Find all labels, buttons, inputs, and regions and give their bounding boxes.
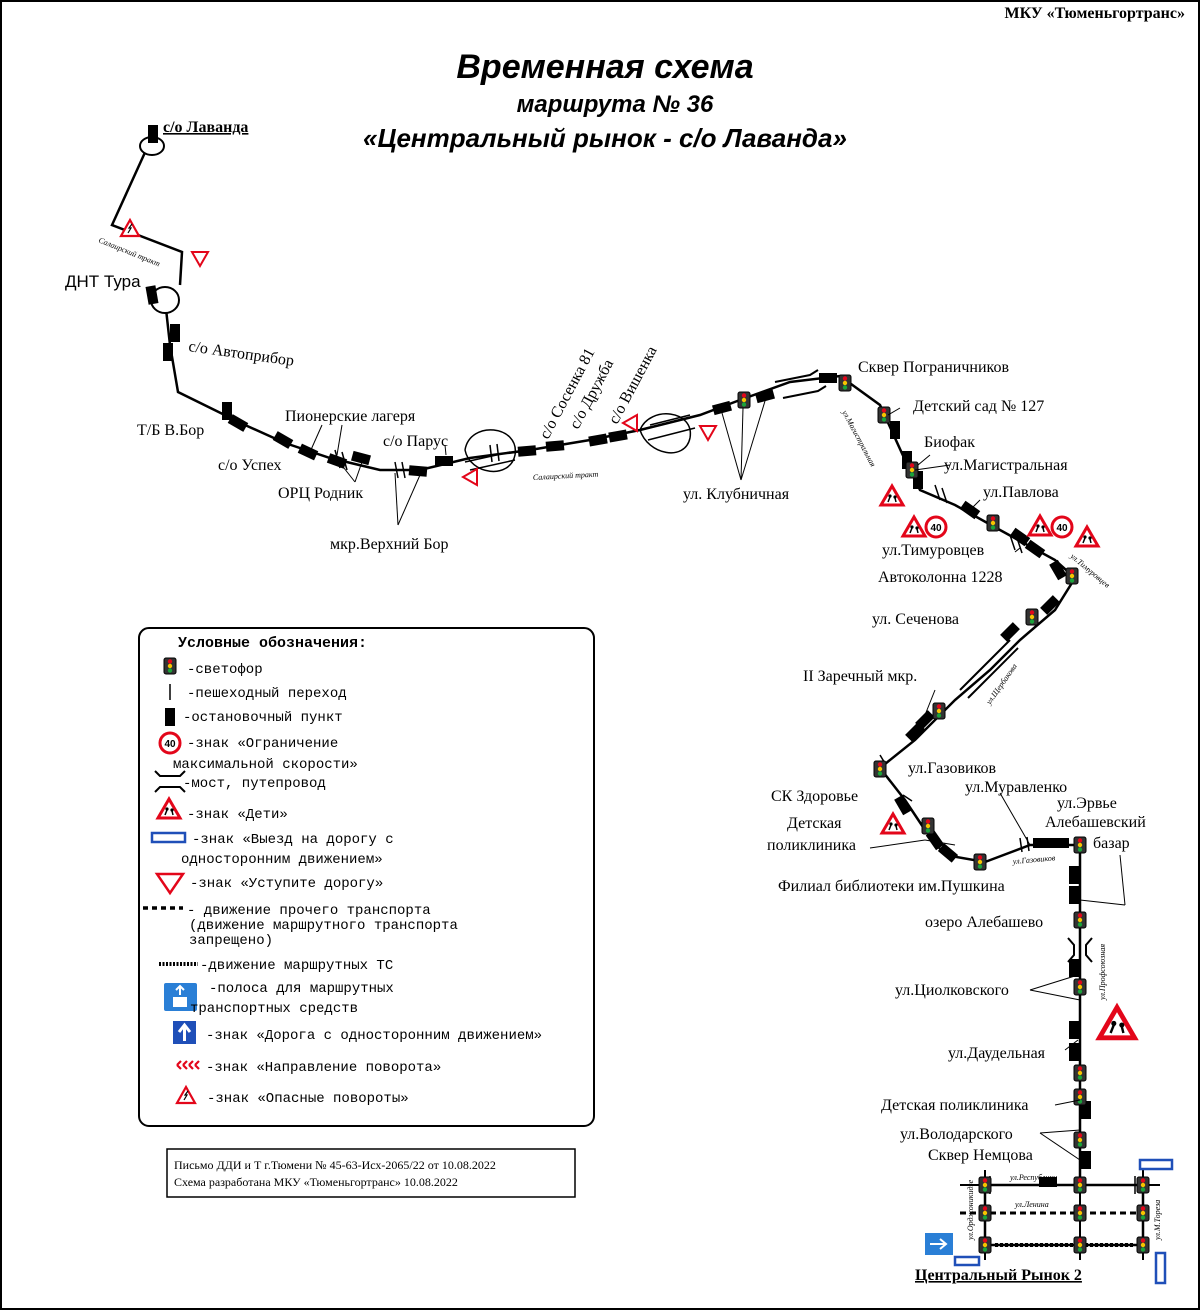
street-ordzhonikidze: ул.Орджоникидзе xyxy=(966,1179,975,1241)
stop-central-rynok: Центральный Рынок 2 xyxy=(915,1267,1082,1284)
label-leaders xyxy=(309,400,1126,1161)
stop-alebash-bazar-line1: Алебашевский xyxy=(1045,814,1146,831)
stop-sk-zdorovie: СК Здоровье xyxy=(771,788,858,805)
legend-stop: -остановочный пункт xyxy=(183,709,343,726)
page-title: Временная схема xyxy=(456,48,753,86)
legend-oneway-exit-line1: -знак «Выезд на дорогу с xyxy=(192,832,394,848)
legend-oneway-road: -знак «Дорога с односторонним движением» xyxy=(206,1028,542,1044)
legend-speed-line2: максимальной скорости» xyxy=(173,756,358,773)
stop-detsad: Детский сад № 127 xyxy=(913,398,1044,415)
speed-limit-value: 40 xyxy=(930,523,942,534)
legend-other-line2: (движение маршрутного транспорта xyxy=(189,918,458,934)
street-magistralnaya: ул.Магистральная xyxy=(840,408,878,469)
route-name: «Центральный рынок - с/о Лаванда» xyxy=(363,123,847,153)
stop-timurovcev: ул.Тимуровцев xyxy=(882,542,985,559)
stop-lavanda: с/о Лаванда xyxy=(163,119,248,136)
street-respubliki: ул.Республики xyxy=(1009,1173,1057,1182)
street-profsoyuznaya: ул.Профсоюзная xyxy=(1098,944,1107,1001)
interchange-vishenka xyxy=(639,413,696,454)
stop-klubnichnaya: ул. Клубничная xyxy=(683,486,790,503)
stop-sechenova: ул. Сеченова xyxy=(872,611,959,628)
stop-parus: с/о Парус xyxy=(383,433,448,450)
stop-dnt-tura: ДНТ Тура xyxy=(65,272,141,291)
legend-crosswalk: -пешеходный переход xyxy=(187,685,347,702)
street-lenina: ул.Ленина xyxy=(1014,1200,1049,1209)
legend-other-line3: запрещено) xyxy=(189,933,273,949)
stop-ciolkovskogo: ул.Циолковского xyxy=(895,982,1009,999)
stop-orc: ОРЦ Родник xyxy=(278,485,363,502)
stop-magistralnaya: ул.Магистральная xyxy=(944,457,1068,474)
stop-avtopribor: с/о Автоприбор xyxy=(187,338,295,370)
legend-route-ts: -движение маршрутных ТС xyxy=(200,958,393,974)
blue-signs xyxy=(925,1158,1174,1285)
legend-yield: -знак «Уступите дорогу» xyxy=(190,876,383,892)
legend-traffic-light: -светофор xyxy=(187,662,263,678)
footnote-box: Письмо ДДИ и Т г.Тюмени № 45-63-Исх-2065… xyxy=(166,1148,576,1198)
stop-pavlova: ул.Павлова xyxy=(983,484,1059,501)
legend-danger-turns: -знак «Опасные повороты» xyxy=(207,1091,409,1107)
street-shcherbakova: ул.Щербакова xyxy=(984,662,1019,707)
stop-tb-vbor: Т/Б В.Бор xyxy=(137,422,204,439)
footnote-developer: Схема разработана МКУ «Тюменьгортранс» 1… xyxy=(174,1175,458,1189)
stop-ervye: ул.Эрвье xyxy=(1057,795,1117,812)
stop-biofak: Биофак xyxy=(924,434,975,451)
street-gazovikov: ул.Газовиков xyxy=(1011,853,1056,866)
stop-gazovikov: ул.Газовиков xyxy=(908,760,997,777)
org-name: МКУ «Тюменьгортранс» xyxy=(1004,5,1185,22)
legend-title: Условные обозначения: xyxy=(178,635,367,652)
stop-alebash-bazar-line2: базар xyxy=(1093,835,1130,852)
legend-other-line1: - движение прочего транспорта xyxy=(187,903,431,919)
stop-filial: Филиал библиотеки им.Пушкина xyxy=(778,878,1005,895)
bridges xyxy=(774,369,1093,963)
stop-det-poliklinika: Детская поликлиника xyxy=(881,1097,1028,1114)
stop-volodarskogo: ул.Володарского xyxy=(900,1126,1013,1143)
street-m-toreza: ул.М.Тореза xyxy=(1153,1200,1162,1241)
legend-speed-value: 40 xyxy=(164,739,176,750)
stop-det-poliklinika-line1: Детская xyxy=(787,815,842,832)
stop-skver-pogr: Сквер Пограничников xyxy=(858,359,1009,376)
legend-speed-line1: -знак «Ограничение xyxy=(187,736,338,752)
legend-oneway-exit-line2: односторонним движением» xyxy=(181,852,383,868)
speed-limit-signs: 40 40 xyxy=(924,515,1074,539)
legend-box: Условные обозначения: -светофор -пешеход… xyxy=(138,627,595,1127)
stop-skver-nemcova: Сквер Немцова xyxy=(928,1147,1033,1164)
stop-daudelnaya: ул.Даудельная xyxy=(948,1045,1046,1062)
legend-bus-lane-line1: -полоса для маршрутных xyxy=(209,981,394,997)
stop-verhniy-bor: мкр.Верхний Бор xyxy=(330,536,449,553)
street-salair-2: Салаирский тракт xyxy=(533,470,599,482)
stop-uspeh: с/о Успех xyxy=(218,457,282,474)
legend-bridge: -мост, путепровод xyxy=(183,776,326,792)
stop-pioner: Пионерские лагеря xyxy=(285,408,416,425)
legend-children: -знак «Дети» xyxy=(187,807,288,823)
stop-muravlenko: ул.Муравленко xyxy=(965,779,1067,796)
footnote-letter: Письмо ДДИ и Т г.Тюмени № 45-63-Исх-2065… xyxy=(174,1158,496,1172)
legend-bus-lane-line2: транспортных средств xyxy=(190,1001,358,1017)
speed-limit-value: 40 xyxy=(1056,523,1068,534)
stop-det-poliklinika-line2: поликлиника xyxy=(767,837,856,854)
legend-turn-dir: -знак «Направление поворота» xyxy=(206,1060,441,1076)
stop-ozero: озеро Алебашево xyxy=(925,914,1043,931)
stop-zarechny: II Заречный мкр. xyxy=(803,668,917,685)
route-number: маршрута № 36 xyxy=(517,91,714,118)
stop-avtokolonna: Автоколонна 1228 xyxy=(878,569,1002,586)
stop-vishenka: с/о Вишенка xyxy=(606,343,661,426)
